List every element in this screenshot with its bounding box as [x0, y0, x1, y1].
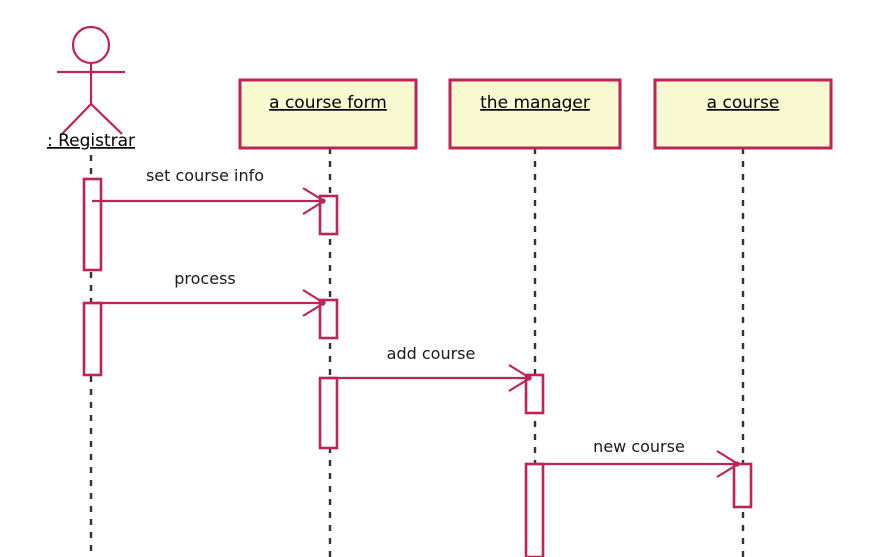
- participant-label-a-course-form: a course form: [269, 93, 387, 113]
- message-label-add-course: add course: [387, 344, 476, 363]
- message-endpoint-set-course-info: [320, 198, 326, 204]
- actor-leg-right-icon: [90, 103, 123, 135]
- participant-label-a-course: a course: [707, 93, 780, 113]
- message-label-process: process: [174, 269, 235, 288]
- activation-course-1: [732, 462, 753, 509]
- actor-head-icon: [71, 25, 111, 65]
- activation-form-1: [318, 194, 339, 236]
- actor-registrar-label: : Registrar: [47, 131, 135, 151]
- activation-registrar-1: [82, 177, 103, 272]
- actor-leg-left-icon: [61, 103, 92, 135]
- participant-box-a-course: [653, 78, 833, 150]
- message-set-course-info[interactable]: set course info: [92, 166, 327, 215]
- message-label-set-course-info: set course info: [146, 166, 264, 185]
- message-new-course[interactable]: new course: [535, 437, 741, 478]
- participant-the-manager[interactable]: the manager: [448, 78, 622, 150]
- participant-label-the-manager: the manager: [480, 93, 590, 113]
- message-add-course[interactable]: add course: [329, 344, 533, 392]
- participant-box-a-course-form: [238, 78, 418, 150]
- actor-registrar[interactable]: : Registrar: [47, 25, 135, 151]
- message-process[interactable]: process: [92, 269, 327, 317]
- message-endpoint-new-course: [734, 461, 740, 467]
- activation-manager-1: [524, 373, 545, 415]
- activation-form-2: [318, 298, 339, 340]
- activation-registrar-2: [82, 301, 103, 377]
- message-endpoint-process: [320, 300, 326, 306]
- activation-form-3: [318, 376, 339, 450]
- activation-manager-2: [524, 462, 545, 557]
- participant-a-course[interactable]: a course: [653, 78, 833, 150]
- participant-a-course-form[interactable]: a course form: [238, 78, 418, 150]
- message-label-new-course: new course: [593, 437, 685, 456]
- message-endpoint-add-course: [526, 375, 532, 381]
- participant-box-the-manager: [448, 78, 622, 150]
